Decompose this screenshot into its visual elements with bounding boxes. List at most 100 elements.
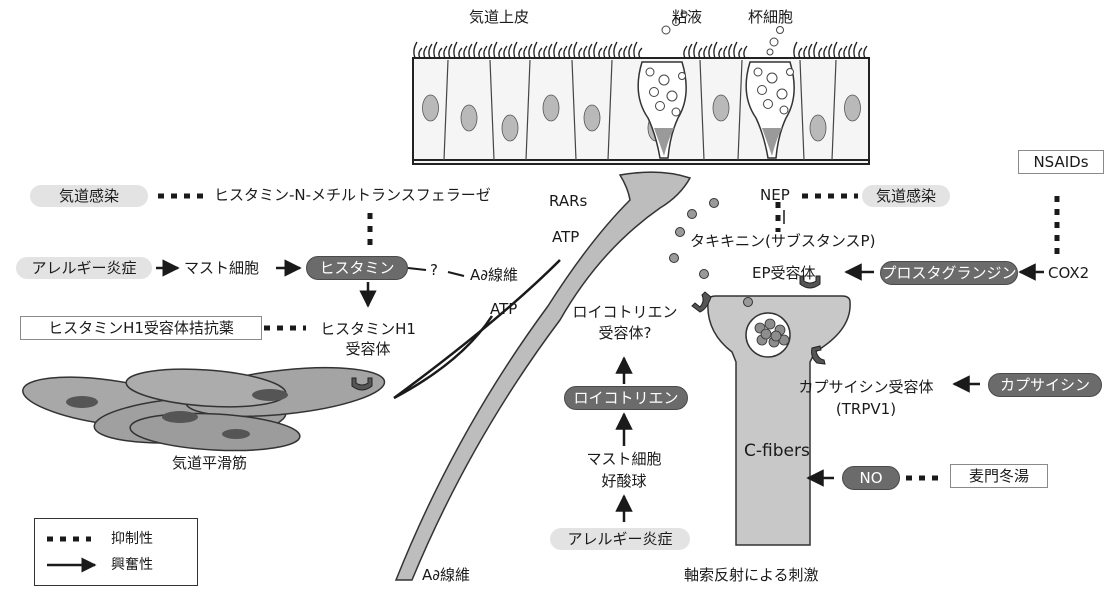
- cilium: [449, 44, 452, 58]
- cilium: [574, 42, 577, 58]
- cilium: [554, 42, 557, 58]
- cilium: [704, 46, 707, 58]
- cilium: [729, 44, 732, 58]
- tachykinin-particles: [670, 199, 753, 307]
- cilium: [414, 42, 417, 58]
- mucus-droplet: [787, 69, 794, 76]
- cilium: [814, 42, 817, 58]
- cilium: [709, 44, 712, 58]
- cilium: [584, 46, 587, 58]
- mucus-droplet: [780, 106, 788, 114]
- cilium: [429, 44, 432, 58]
- label-lt-receptor-l2: 受容体?: [560, 324, 690, 342]
- mucus-droplet: [667, 91, 677, 101]
- cilium: [454, 42, 457, 58]
- cilium: [819, 48, 822, 58]
- mucus-droplet: [646, 68, 654, 76]
- airway-infection-left: 気道感染: [30, 185, 148, 207]
- cilium: [824, 46, 827, 58]
- cilium: [579, 48, 582, 58]
- cilium: [434, 42, 437, 58]
- mucus-droplet: [767, 49, 773, 55]
- label-rars: RARs: [549, 192, 587, 210]
- nsaids-box: NSAIDs: [1018, 150, 1104, 174]
- tachykinin-dot: [688, 210, 697, 219]
- cilium: [629, 44, 632, 58]
- cilia: [414, 42, 867, 58]
- cilium: [714, 42, 717, 58]
- cilium: [744, 46, 747, 58]
- cell-nucleus: [845, 95, 861, 121]
- mucus-droplet: [754, 68, 762, 76]
- cilium: [859, 48, 862, 58]
- label-mucus: 粘液: [672, 8, 702, 26]
- vesicle: [771, 331, 781, 341]
- cell-nucleus: [461, 105, 477, 131]
- cilium: [589, 44, 592, 58]
- cilium: [739, 48, 742, 58]
- tachykinin-dot: [676, 228, 685, 237]
- cilium: [439, 48, 442, 58]
- cilium: [614, 42, 617, 58]
- cilium: [684, 46, 687, 58]
- label-adelta-bottom: A∂線維: [422, 566, 470, 584]
- cilium: [834, 42, 837, 58]
- no-node: NO: [842, 466, 900, 490]
- h1-antagonist-box: ヒスタミンH1受容体拮抗薬: [20, 316, 262, 340]
- label-smooth-muscle: 気道平滑筋: [172, 454, 247, 472]
- cilium: [839, 48, 842, 58]
- cilium: [504, 46, 507, 58]
- label-ep-receptor: EP受容体: [752, 264, 816, 282]
- cilium: [519, 48, 522, 58]
- cilium: [484, 46, 487, 58]
- label-atp-mid: ATP: [490, 300, 517, 318]
- vesicle: [761, 329, 771, 339]
- cilium: [514, 42, 517, 58]
- label-axon-reflex: 軸索反射による刺激: [684, 566, 819, 584]
- label-h1-receptor-l2: 受容体: [308, 340, 428, 358]
- cell-nucleus: [810, 115, 826, 141]
- label-tachykinin: タキキニン(サブスタンスP): [690, 232, 875, 250]
- mucus-droplet: [662, 26, 670, 34]
- histamine-node: ヒスタミン: [306, 256, 408, 280]
- label-goblet-cell: 杯細胞: [748, 8, 793, 26]
- cilium: [459, 48, 462, 58]
- cilium: [494, 42, 497, 58]
- mucus-droplet: [679, 73, 686, 80]
- label-atp-top: ATP: [552, 228, 579, 246]
- mucus-droplet: [777, 89, 787, 99]
- label-mast-eos-l2: 好酸球: [564, 472, 684, 490]
- label-nep: NEP: [760, 186, 790, 204]
- cilium: [844, 46, 847, 58]
- tachykinin-dot: [670, 254, 679, 263]
- mucus-droplet: [672, 108, 680, 116]
- cilium: [799, 48, 802, 58]
- cell-nucleus: [502, 115, 518, 141]
- label-cfibers: C-fibers: [744, 442, 810, 460]
- cilium: [479, 48, 482, 58]
- cilium: [634, 42, 637, 58]
- label-capsaicin-receptor-l2: (TRPV1): [792, 400, 940, 418]
- cilium: [564, 46, 567, 58]
- cilium: [499, 48, 502, 58]
- mucus-droplet: [777, 27, 784, 34]
- trpv1-receptor-shape: [812, 346, 825, 364]
- cilium: [474, 42, 477, 58]
- airway-epithelium: [413, 11, 869, 164]
- cilium: [724, 46, 727, 58]
- cilium: [624, 46, 627, 58]
- label-cox2: COX2: [1048, 264, 1089, 282]
- prostaglandin-node: プロスタグランジン: [880, 261, 1018, 285]
- cilium: [619, 48, 622, 58]
- label-hnmt: ヒスタミン-N-メチルトランスフェラーゼ: [214, 186, 491, 204]
- mucus-droplet: [764, 100, 773, 109]
- mucus-droplet: [656, 102, 665, 111]
- cilium: [529, 44, 532, 58]
- label-question: ?: [430, 261, 438, 279]
- mucus-droplet: [767, 73, 777, 83]
- cilium: [539, 48, 542, 58]
- cilium: [509, 44, 512, 58]
- legend-excitatory-label: 興奮性: [111, 556, 153, 574]
